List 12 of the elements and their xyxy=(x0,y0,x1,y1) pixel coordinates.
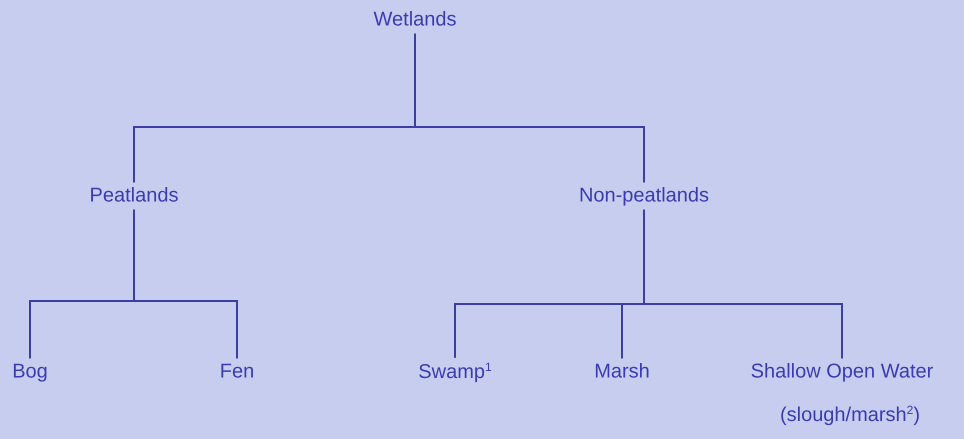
category-label: Fen xyxy=(218,358,256,386)
category-label: Swamp$^{1}$ xyxy=(416,358,494,386)
note-text: (slough/marsh$^{2}$) xyxy=(780,402,920,428)
category-label: Wetlands xyxy=(372,6,458,34)
category-label: Peatlands xyxy=(88,182,180,210)
category-label: Shallow Open Water xyxy=(748,358,936,386)
tree-connector xyxy=(133,210,238,358)
tree-connector xyxy=(643,210,843,358)
tree-connector xyxy=(414,34,645,182)
category-label: Marsh xyxy=(592,358,652,386)
category-label: Non-peatlands xyxy=(576,182,712,210)
category-label: Bog xyxy=(10,358,50,386)
